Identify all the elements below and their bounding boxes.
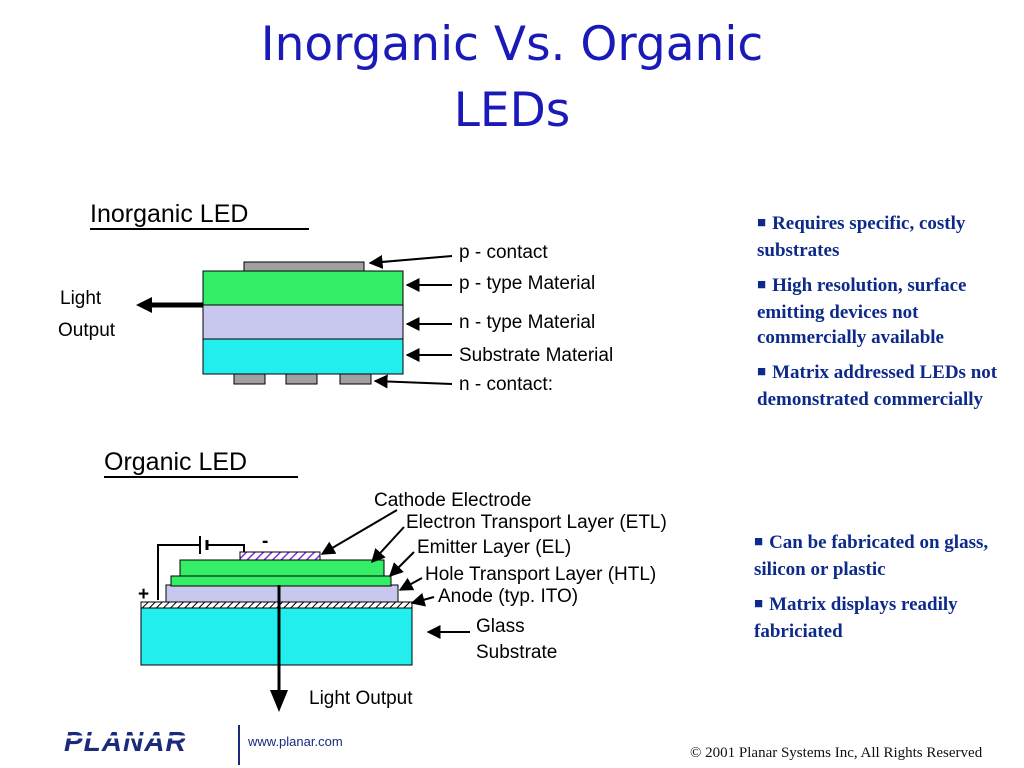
- bullet-text: Requires specific, costly substrates: [757, 213, 966, 261]
- organic-light-arrowhead: [270, 690, 288, 712]
- p-contact-pad: [243, 261, 365, 272]
- bullet-text: Can be fabricated on glass, silicon or p…: [754, 532, 989, 580]
- cathode-layer: [239, 551, 321, 561]
- circuit-wire-left: [157, 544, 200, 600]
- bullet-square-icon: ■: [757, 364, 767, 380]
- bullet-text: Matrix addressed LEDs not demonstrated c…: [757, 362, 998, 410]
- cathode-label: Cathode Electrode: [374, 490, 531, 511]
- n-type-label: n - type Material: [459, 312, 595, 333]
- organic-light-output-label: Light Output: [309, 688, 413, 709]
- anode-label: Anode (typ. ITO): [438, 586, 578, 607]
- inorganic-heading: Inorganic LED: [90, 200, 248, 228]
- inorganic-light-arrowhead: [136, 297, 152, 313]
- light-output-line-2: Output: [58, 320, 116, 341]
- footer-url[interactable]: www.planar.com: [248, 734, 343, 749]
- minus-sign: -: [262, 531, 268, 552]
- n-contact-arrow: [373, 374, 453, 389]
- substrate-label: Substrate Material: [459, 345, 613, 366]
- substrate-layer: [202, 338, 404, 375]
- organic-heading: Organic LED: [104, 448, 247, 476]
- etl-label: Electron Transport Layer (ETL): [406, 512, 667, 533]
- planar-logo: PLANAR: [62, 726, 210, 757]
- anode-pointer: [410, 592, 435, 607]
- title-line-2: LEDs: [453, 83, 571, 138]
- anode-ito-layer: [140, 601, 413, 609]
- p-contact-label: p - contact: [459, 242, 548, 263]
- bullet-text: High resolution, surface emitting device…: [757, 275, 967, 348]
- n-contact-pad-1: [233, 373, 266, 385]
- el-pointer: [389, 551, 415, 577]
- bullet-item: ■Matrix displays readily fabriciated: [754, 592, 1016, 644]
- circuit-wire-right: [207, 544, 245, 552]
- planar-logo-text: PLANAR: [64, 726, 187, 757]
- htl-label: Hole Transport Layer (HTL): [425, 564, 656, 585]
- inorganic-bullets: ■Requires specific, costly substrates ■H…: [757, 211, 1019, 422]
- copyright: © 2001 Planar Systems Inc, All Rights Re…: [690, 745, 983, 761]
- plus-sign: +: [138, 584, 149, 605]
- bullet-square-icon: ■: [757, 215, 767, 231]
- light-output-line-1: Light: [60, 288, 102, 309]
- bullet-item: ■Requires specific, costly substrates: [757, 211, 1019, 263]
- el-label: Emitter Layer (EL): [417, 537, 571, 558]
- bullet-item: ■High resolution, surface emitting devic…: [757, 273, 1019, 350]
- emitter-layer: [170, 575, 392, 587]
- bullet-text: Matrix displays readily fabriciated: [754, 594, 958, 642]
- bullet-square-icon: ■: [757, 277, 767, 293]
- bullet-square-icon: ■: [754, 534, 764, 550]
- bullet-square-icon: ■: [754, 596, 764, 612]
- p-type-label: p - type Material: [459, 273, 595, 294]
- organic-bullets: ■Can be fabricated on glass, silicon or …: [754, 530, 1016, 654]
- p-type-layer: [202, 270, 404, 306]
- bullet-item: ■Can be fabricated on glass, silicon or …: [754, 530, 1016, 582]
- etl-pointer: [371, 526, 405, 564]
- etl-layer: [179, 559, 385, 577]
- n-contact-pad-2: [285, 373, 318, 385]
- htl-layer: [165, 584, 399, 603]
- bullet-item: ■Matrix addressed LEDs not demonstrated …: [757, 360, 1019, 412]
- n-type-layer: [202, 304, 404, 340]
- cathode-pointer: [320, 509, 398, 555]
- slide-title: Inorganic Vs. Organic LEDs: [0, 12, 1024, 144]
- glass-substrate-layer: [140, 606, 413, 666]
- p-contact-arrow: [368, 254, 453, 269]
- n-contact-label: n - contact:: [459, 374, 553, 395]
- glass-label-line-1: Glass: [476, 616, 525, 637]
- htl-pointer: [398, 577, 423, 591]
- footer-divider: [238, 725, 240, 765]
- n-contact-pad-3: [339, 373, 372, 385]
- title-line-1: Inorganic Vs. Organic: [260, 17, 764, 72]
- glass-label-line-2: Substrate: [476, 642, 557, 663]
